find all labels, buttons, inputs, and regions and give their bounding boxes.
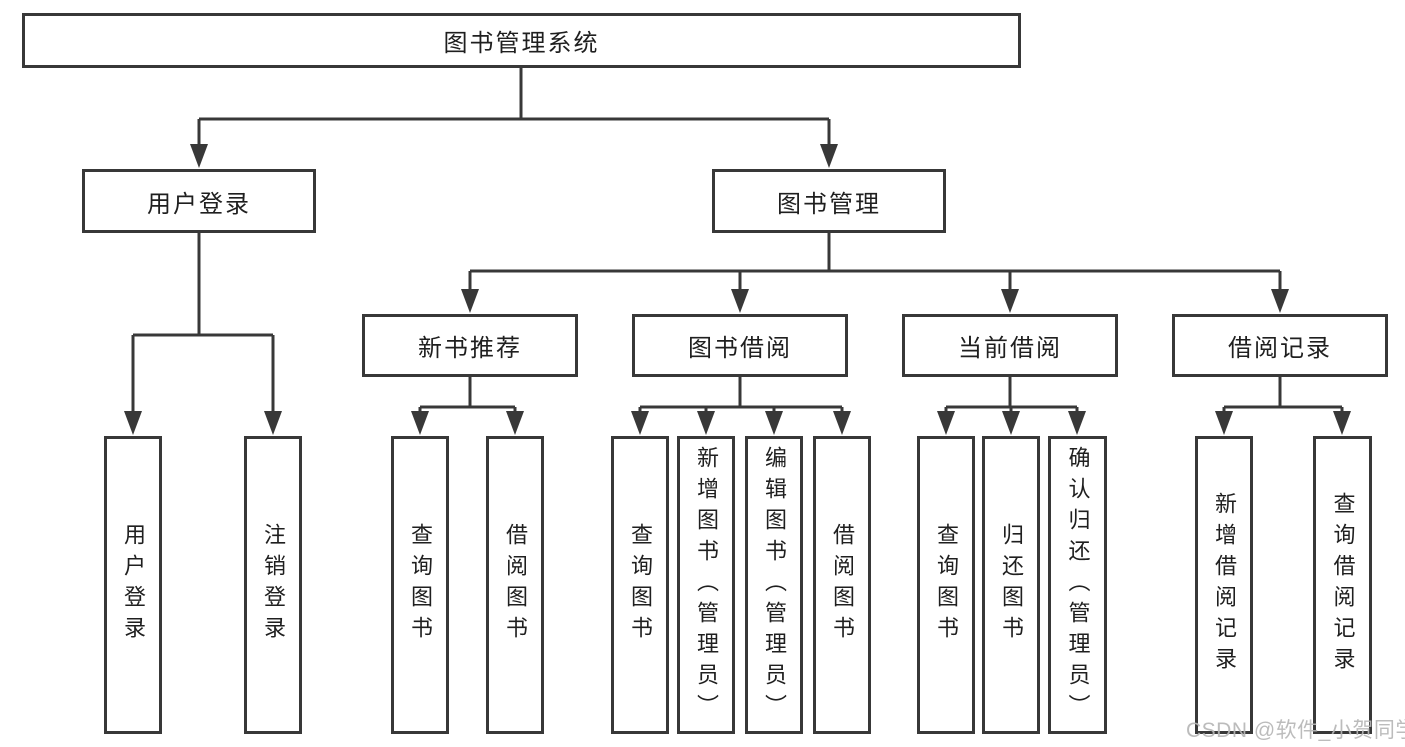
node-label: 图书管理	[777, 190, 881, 218]
node-label: 当前借阅	[958, 335, 1062, 362]
node-label: 借阅记录	[1228, 335, 1332, 362]
leaf-logout: 注销登录	[244, 436, 302, 734]
leaf-return-books: 归还图书	[982, 436, 1040, 734]
node-label: 查询图书	[934, 523, 959, 647]
leaf-add-books-admin: 新增图书（管理员）	[677, 436, 735, 734]
csdn-watermark: CSDN @软件_小贺同学	[1186, 719, 1405, 742]
node-book-management-module: 图书管理	[712, 169, 946, 233]
node-current-borrowing: 当前借阅	[902, 314, 1118, 377]
leaf-query-books-borrow: 查询图书	[611, 436, 669, 734]
node-label: 查询借阅记录	[1330, 492, 1356, 678]
node-label: 归还图书	[999, 523, 1024, 647]
node-new-book-recommendation: 新书推荐	[362, 314, 578, 377]
leaf-add-borrow-record: 新增借阅记录	[1195, 436, 1253, 734]
leaf-borrow-books-recommend: 借阅图书	[486, 436, 544, 734]
node-book-borrowing: 图书借阅	[632, 314, 848, 377]
leaf-query-books-current: 查询图书	[917, 436, 975, 734]
connector-stems	[131, 67, 1344, 414]
node-root-system: 图书管理系统	[22, 13, 1021, 68]
node-user-login-module: 用户登录	[82, 169, 316, 233]
node-borrowing-records: 借阅记录	[1172, 314, 1388, 377]
node-label: 图书借阅	[688, 335, 792, 362]
node-label: 编辑图书（管理员）	[762, 445, 787, 725]
node-label: 借阅图书	[503, 523, 528, 647]
arrowheads	[124, 144, 1351, 435]
node-label: 新书推荐	[418, 335, 522, 362]
node-label: 确认归还（管理员）	[1065, 445, 1091, 725]
leaf-user-login: 用户登录	[104, 436, 162, 734]
leaf-query-books-recommend: 查询图书	[391, 436, 449, 734]
leaf-edit-books-admin: 编辑图书（管理员）	[745, 436, 803, 734]
node-label: 借阅图书	[830, 523, 855, 647]
leaf-confirm-return-admin: 确认归还（管理员）	[1048, 436, 1107, 734]
node-label: 用户登录	[121, 523, 146, 647]
node-label: 新增借阅记录	[1212, 492, 1237, 678]
node-label: 查询图书	[408, 523, 433, 647]
leaf-query-borrow-record: 查询借阅记录	[1313, 436, 1372, 734]
node-label: 新增图书（管理员）	[694, 445, 719, 725]
node-label: 图书管理系统	[443, 30, 600, 57]
node-label: 注销登录	[261, 523, 286, 647]
leaf-borrow-books: 借阅图书	[813, 436, 871, 734]
node-label: 用户登录	[147, 190, 251, 218]
node-label: 查询图书	[628, 523, 653, 647]
